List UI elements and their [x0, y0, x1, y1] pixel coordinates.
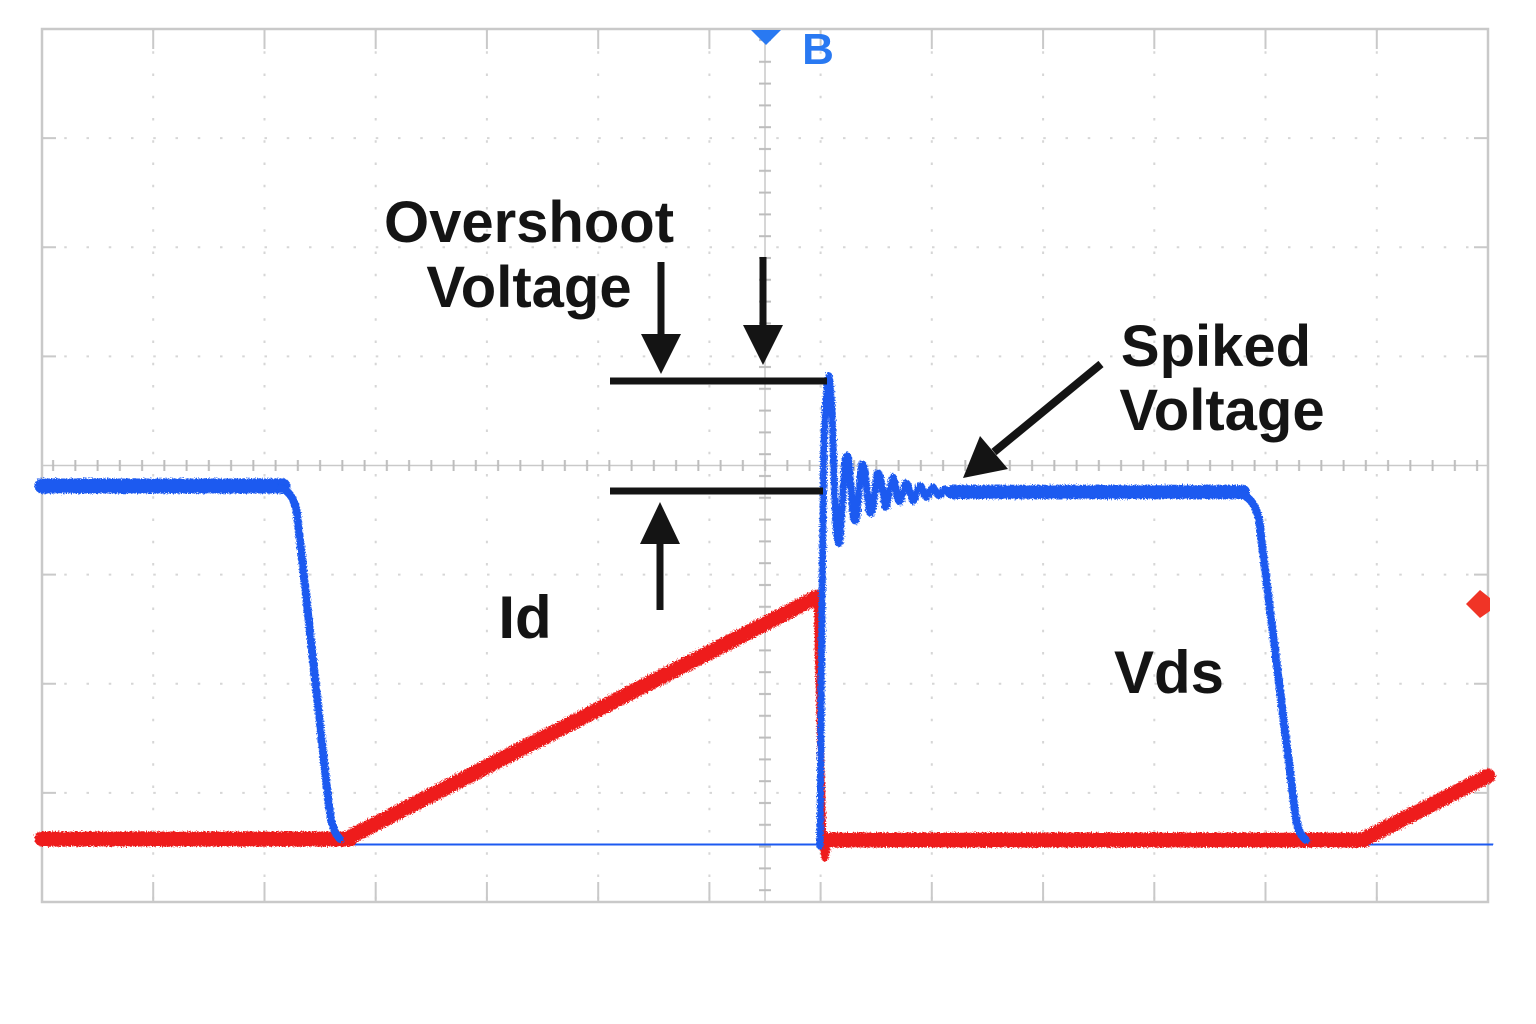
spiked-arrow-shaft: [991, 360, 1104, 456]
id-trace-label: Id: [498, 584, 551, 651]
scope-markers: B: [751, 25, 1490, 618]
reference-lines: [610, 257, 1104, 610]
graticule: [40, 27, 1490, 904]
trigger-level-marker-icon: [1466, 590, 1490, 618]
trigger-position-marker-icon: [751, 30, 781, 45]
vds-trace: [34, 372, 1310, 850]
trigger-source-label: B: [802, 25, 834, 74]
id-trace: [34, 589, 1496, 862]
annotation-texts: Overshoot Voltage Spiked Voltage Id Vds: [384, 190, 1325, 706]
trigger-line-minor-ticks: [759, 29, 771, 902]
spiked-arrow-head: [963, 436, 1008, 478]
graticule-border-ticks: [42, 29, 1488, 902]
spiked-voltage-label-line2: Voltage: [1119, 378, 1324, 443]
down-arrow-2-head: [743, 325, 783, 365]
down-arrow-1-head: [641, 334, 681, 374]
vds-spike-ringing: [816, 372, 987, 850]
vds-trace-label: Vds: [1114, 639, 1224, 706]
spiked-voltage-label-line1: Spiked: [1121, 314, 1311, 379]
annotations: Overshoot Voltage Spiked Voltage Id Vds: [384, 190, 1325, 706]
up-arrow-head: [640, 502, 680, 544]
overshoot-voltage-label-line2: Voltage: [426, 255, 631, 320]
arrow-heads: [640, 325, 1008, 544]
overshoot-voltage-label-line1: Overshoot: [384, 190, 674, 255]
